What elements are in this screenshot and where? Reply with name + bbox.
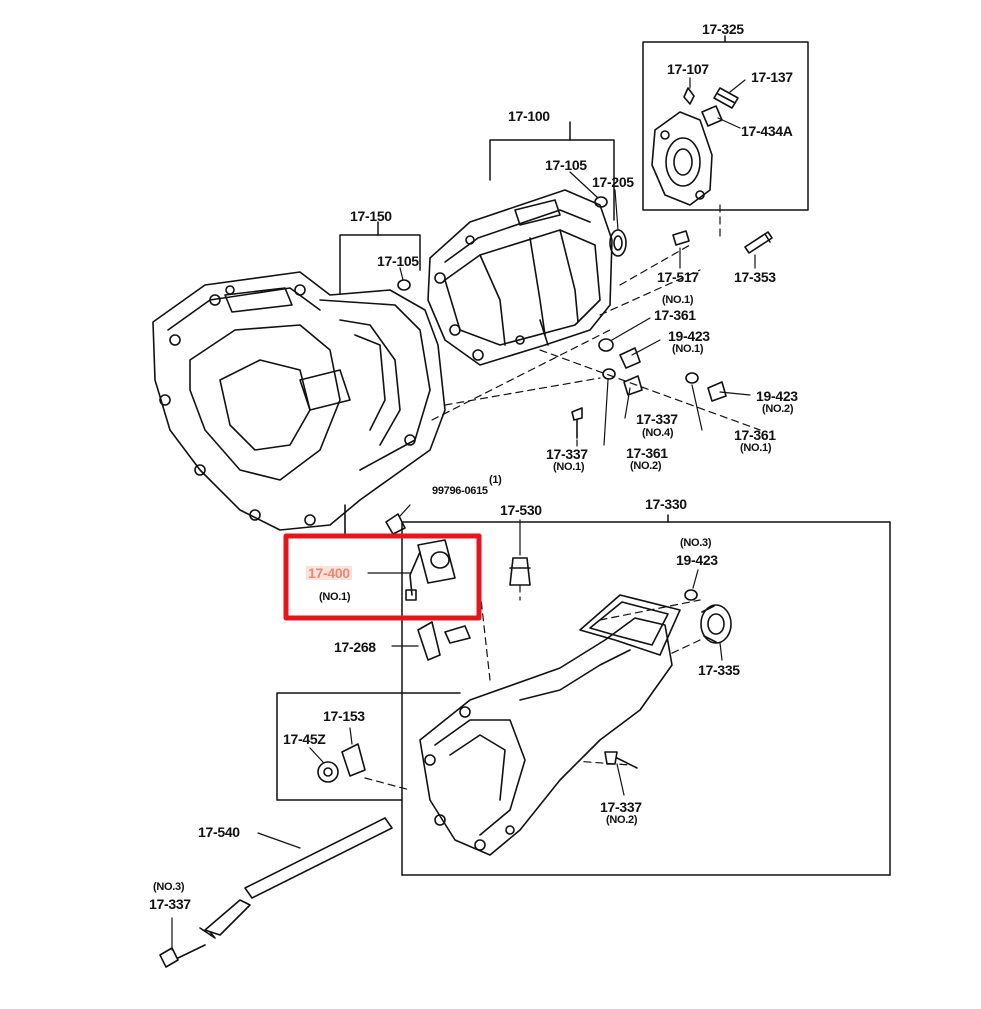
bracket-17-150: [339, 234, 421, 301]
label-17-337-c: 17-337: [600, 799, 642, 815]
bolt-17-337-no3: [159, 947, 179, 968]
bolt-99796-0615: [385, 513, 406, 535]
label-17-400: 17-400: [306, 565, 352, 581]
label-19-423-a: 19-423: [668, 328, 710, 344]
switch-17-400: [417, 539, 456, 584]
label-no1-c: (NO.1): [740, 442, 772, 454]
leader-lines-upper: [399, 77, 756, 447]
rod-17-540: [159, 817, 393, 968]
small-parts-upper: [397, 196, 773, 291]
label-no1-b: (NO.1): [672, 343, 704, 355]
label-17-105-lower: 17-105: [377, 253, 419, 269]
label-17-107: 17-107: [667, 61, 709, 77]
plug-19-423-no3: [684, 589, 698, 601]
label-17-335: 17-335: [698, 662, 740, 678]
label-no3-a: (NO.3): [680, 537, 712, 549]
label-no4: (NO.4): [642, 427, 674, 439]
label-no1-d: (NO.1): [553, 461, 585, 473]
label-99796-0615: 99796-0615: [432, 485, 488, 497]
oil-seal-17-335: [700, 604, 732, 644]
label-17-45Z: 17-45Z: [283, 731, 326, 747]
label-17-325: 17-325: [702, 21, 744, 37]
bolt-17-337-no2: [604, 751, 618, 765]
switch-assembly: [367, 504, 456, 601]
label-17-361-b: 17-361: [734, 427, 776, 443]
bracket-17-268: [391, 621, 471, 661]
bracket-17-153: [276, 692, 461, 801]
label-no2-b: (NO.2): [630, 460, 662, 472]
pin-17-517: [672, 230, 690, 246]
label-17-337-a: 17-337: [636, 411, 678, 427]
label-17-337-d: 17-337: [149, 896, 191, 912]
label-no3-b: (NO.3): [153, 881, 185, 893]
bolt-17-337-no1: [571, 407, 583, 421]
label-no1-e: (NO.1): [319, 591, 351, 603]
front-cover: [651, 87, 739, 206]
label-qty-1: (1): [489, 474, 502, 486]
label-19-423-b: 19-423: [756, 388, 798, 404]
label-17-540: 17-540: [198, 824, 240, 840]
pin-17-107: [683, 87, 695, 105]
label-no2-a: (NO.2): [762, 403, 794, 415]
label-17-268: 17-268: [334, 639, 376, 655]
plugs-and-bolts: [571, 338, 727, 439]
center-case: [427, 189, 613, 366]
label-no1-a: (NO.1): [662, 294, 694, 306]
bracket-17-100: [489, 139, 615, 221]
label-17-361-a: 17-361: [654, 307, 696, 323]
label-no2-c: (NO.2): [606, 814, 638, 826]
label-17-330: 17-330: [645, 496, 687, 512]
label-17-150: 17-150: [350, 208, 392, 224]
extension-housing: [419, 569, 732, 856]
label-17-105-upper: 17-105: [545, 157, 587, 173]
label-17-434A: 17-434A: [741, 123, 793, 139]
label-17-100: 17-100: [508, 108, 550, 124]
label-19-423-c: 19-423: [676, 552, 718, 568]
highlight-box-17-400: [283, 533, 482, 621]
bell-housing: [152, 271, 446, 536]
plug-17-45Z: [317, 761, 339, 783]
label-17-517: 17-517: [657, 269, 699, 285]
label-17-205: 17-205: [592, 174, 634, 190]
bracket-17-330-top: [401, 514, 669, 876]
group-bracket-lines: [276, 35, 891, 876]
parts-17-153: [309, 727, 638, 796]
label-17-361-c: 17-361: [626, 445, 668, 461]
bolt-17-353: [744, 231, 773, 254]
label-17-337-b: 17-337: [546, 446, 588, 462]
label-17-137: 17-137: [751, 69, 793, 85]
spring-17-137: [713, 87, 739, 109]
sensor-17-530: [509, 519, 531, 586]
plunger-17-434A: [701, 105, 723, 127]
label-17-153: 17-153: [323, 708, 365, 724]
label-17-353: 17-353: [734, 269, 776, 285]
label-17-530: 17-530: [500, 502, 542, 518]
